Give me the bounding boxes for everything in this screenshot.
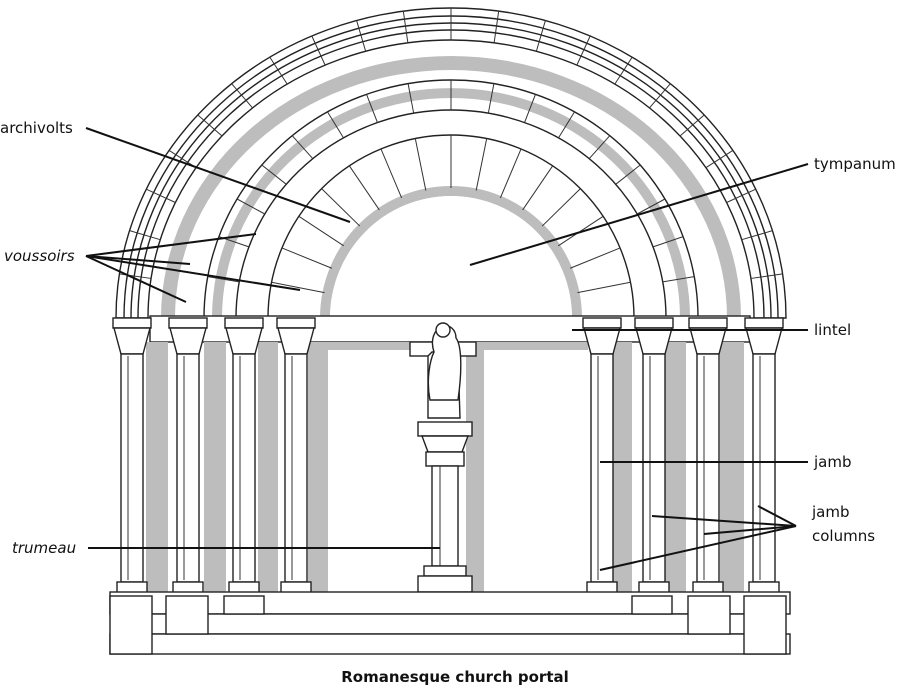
leader-voussoirs-4: [85, 255, 187, 303]
jamb-column: [168, 317, 208, 597]
jamb-column: [634, 317, 674, 597]
voussoir-joint: [726, 188, 756, 203]
voussoir-joint: [576, 35, 591, 66]
label-jamb-columns-line1: jamb: [811, 503, 850, 521]
voussoir-joint: [577, 281, 631, 294]
leader-tympanum: [469, 163, 809, 266]
voussoir-joint: [475, 138, 488, 191]
voussoir-joint: [652, 236, 684, 248]
leader-voussoirs-3: [85, 255, 301, 291]
voussoir-joint: [535, 20, 546, 52]
voussoir-joint: [348, 165, 380, 211]
voussoir-joint: [269, 56, 288, 85]
voussoir-joint: [311, 35, 326, 66]
leader-voussoirs-1: [85, 233, 257, 257]
voussoir-joint: [207, 276, 240, 283]
leader-jamb-columns-4: [599, 525, 797, 571]
voussoir-joint: [636, 198, 666, 215]
voussoir-joint: [649, 83, 671, 109]
jamb-columns: [112, 317, 784, 597]
leader-jamb-columns-3: [757, 505, 797, 527]
caption: Romanesque church portal: [341, 668, 569, 686]
voussoir-joint: [414, 138, 427, 191]
voussoir-joint: [614, 56, 633, 85]
voussoir-joint: [487, 83, 495, 114]
voussoir-joint: [524, 94, 536, 123]
label-archivolts: archivolts: [0, 119, 73, 137]
leader-lines: [85, 127, 809, 571]
voussoir-joint: [129, 230, 161, 241]
voussoir-joint: [493, 11, 500, 43]
voussoir-joint: [499, 148, 522, 199]
voussoir-joint: [569, 247, 621, 269]
tympanum: [330, 196, 572, 318]
voussoir-joint: [197, 114, 223, 137]
voussoir-joint: [541, 188, 581, 227]
voussoir-joint: [750, 273, 783, 279]
jamb-column: [112, 317, 152, 597]
voussoir-joint: [558, 111, 575, 139]
voussoir-joint: [366, 94, 378, 123]
voussoir-joint: [679, 114, 705, 137]
voussoir-joint: [380, 148, 403, 199]
archivolts: [115, 7, 787, 319]
voussoir-joint: [407, 83, 415, 114]
jamb-column: [688, 317, 728, 597]
voussoir-joint: [588, 135, 611, 159]
voussoir-joint: [522, 165, 554, 211]
label-voussoirs: voussoirs: [4, 247, 75, 265]
trumeau: [409, 322, 477, 593]
leader-jamb-columns-2: [703, 525, 797, 535]
voussoir-joint: [615, 164, 641, 185]
voussoir-joint: [741, 230, 773, 241]
voussoir-joint: [231, 83, 253, 109]
label-lintel: lintel: [814, 321, 851, 339]
leader-voussoirs-2: [85, 255, 191, 265]
voussoir-joint: [705, 149, 734, 169]
voussoir-joint: [291, 135, 314, 159]
voussoir-joint: [146, 188, 176, 203]
voussoir-joint: [402, 11, 409, 43]
voussoir-joint: [356, 20, 367, 52]
label-jamb-columns-line2: columns: [812, 527, 875, 545]
voussoir-joint: [236, 198, 266, 215]
voussoir-joint: [298, 215, 345, 247]
voussoir-joint: [327, 111, 344, 139]
voussoir-joint: [261, 164, 287, 185]
voussoir-joint: [662, 276, 695, 283]
label-tympanum: tympanum: [814, 155, 896, 173]
label-jamb: jamb: [813, 453, 852, 471]
voussoir-joint: [281, 247, 333, 269]
voussoir-joint: [321, 188, 361, 227]
leader-jamb-columns-1: [651, 515, 797, 527]
jamb-column: [744, 317, 784, 597]
jamb-column: [224, 317, 264, 597]
archivolt-outer: [115, 7, 787, 319]
voussoir-joint: [271, 281, 325, 294]
leader-archivolts: [85, 127, 351, 223]
label-trumeau: trumeau: [12, 539, 76, 557]
plinth: [109, 591, 791, 655]
